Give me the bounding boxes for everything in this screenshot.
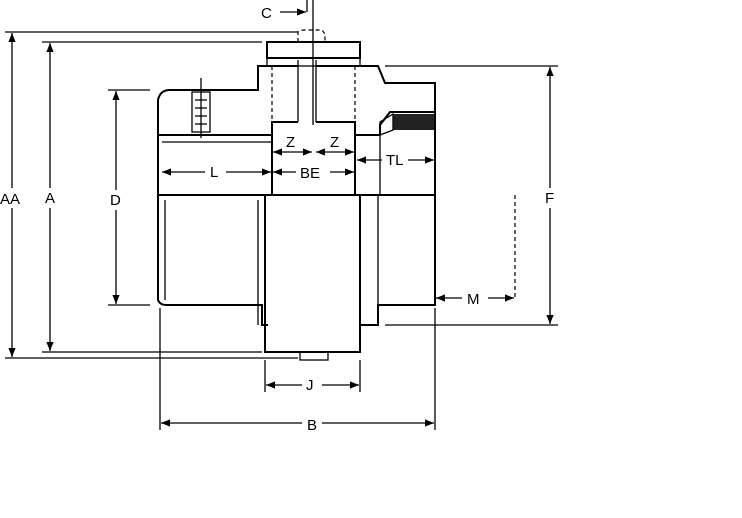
bolt-head — [297, 29, 326, 42]
sleeve — [264, 194, 361, 353]
lower-section — [157, 194, 436, 361]
label-tl: TL — [386, 152, 404, 169]
label-c: C — [261, 5, 272, 22]
taper-lock-bushing-screw — [393, 114, 435, 130]
extension-lines — [5, 31, 558, 430]
label-j: J — [306, 377, 314, 394]
label-a: A — [45, 190, 55, 207]
dimension-lines — [8, 8, 554, 427]
label-z-right: Z — [330, 134, 339, 151]
label-d: D — [110, 192, 121, 209]
label-m: M — [467, 291, 480, 308]
label-f: F — [545, 190, 554, 207]
label-b: B — [307, 417, 317, 434]
label-be: BE — [300, 165, 320, 182]
label-l: L — [210, 164, 218, 181]
bolt-nut — [299, 351, 329, 361]
upper-section — [157, 29, 436, 138]
label-aa: AA — [0, 191, 20, 208]
label-z-left: Z — [286, 134, 295, 151]
